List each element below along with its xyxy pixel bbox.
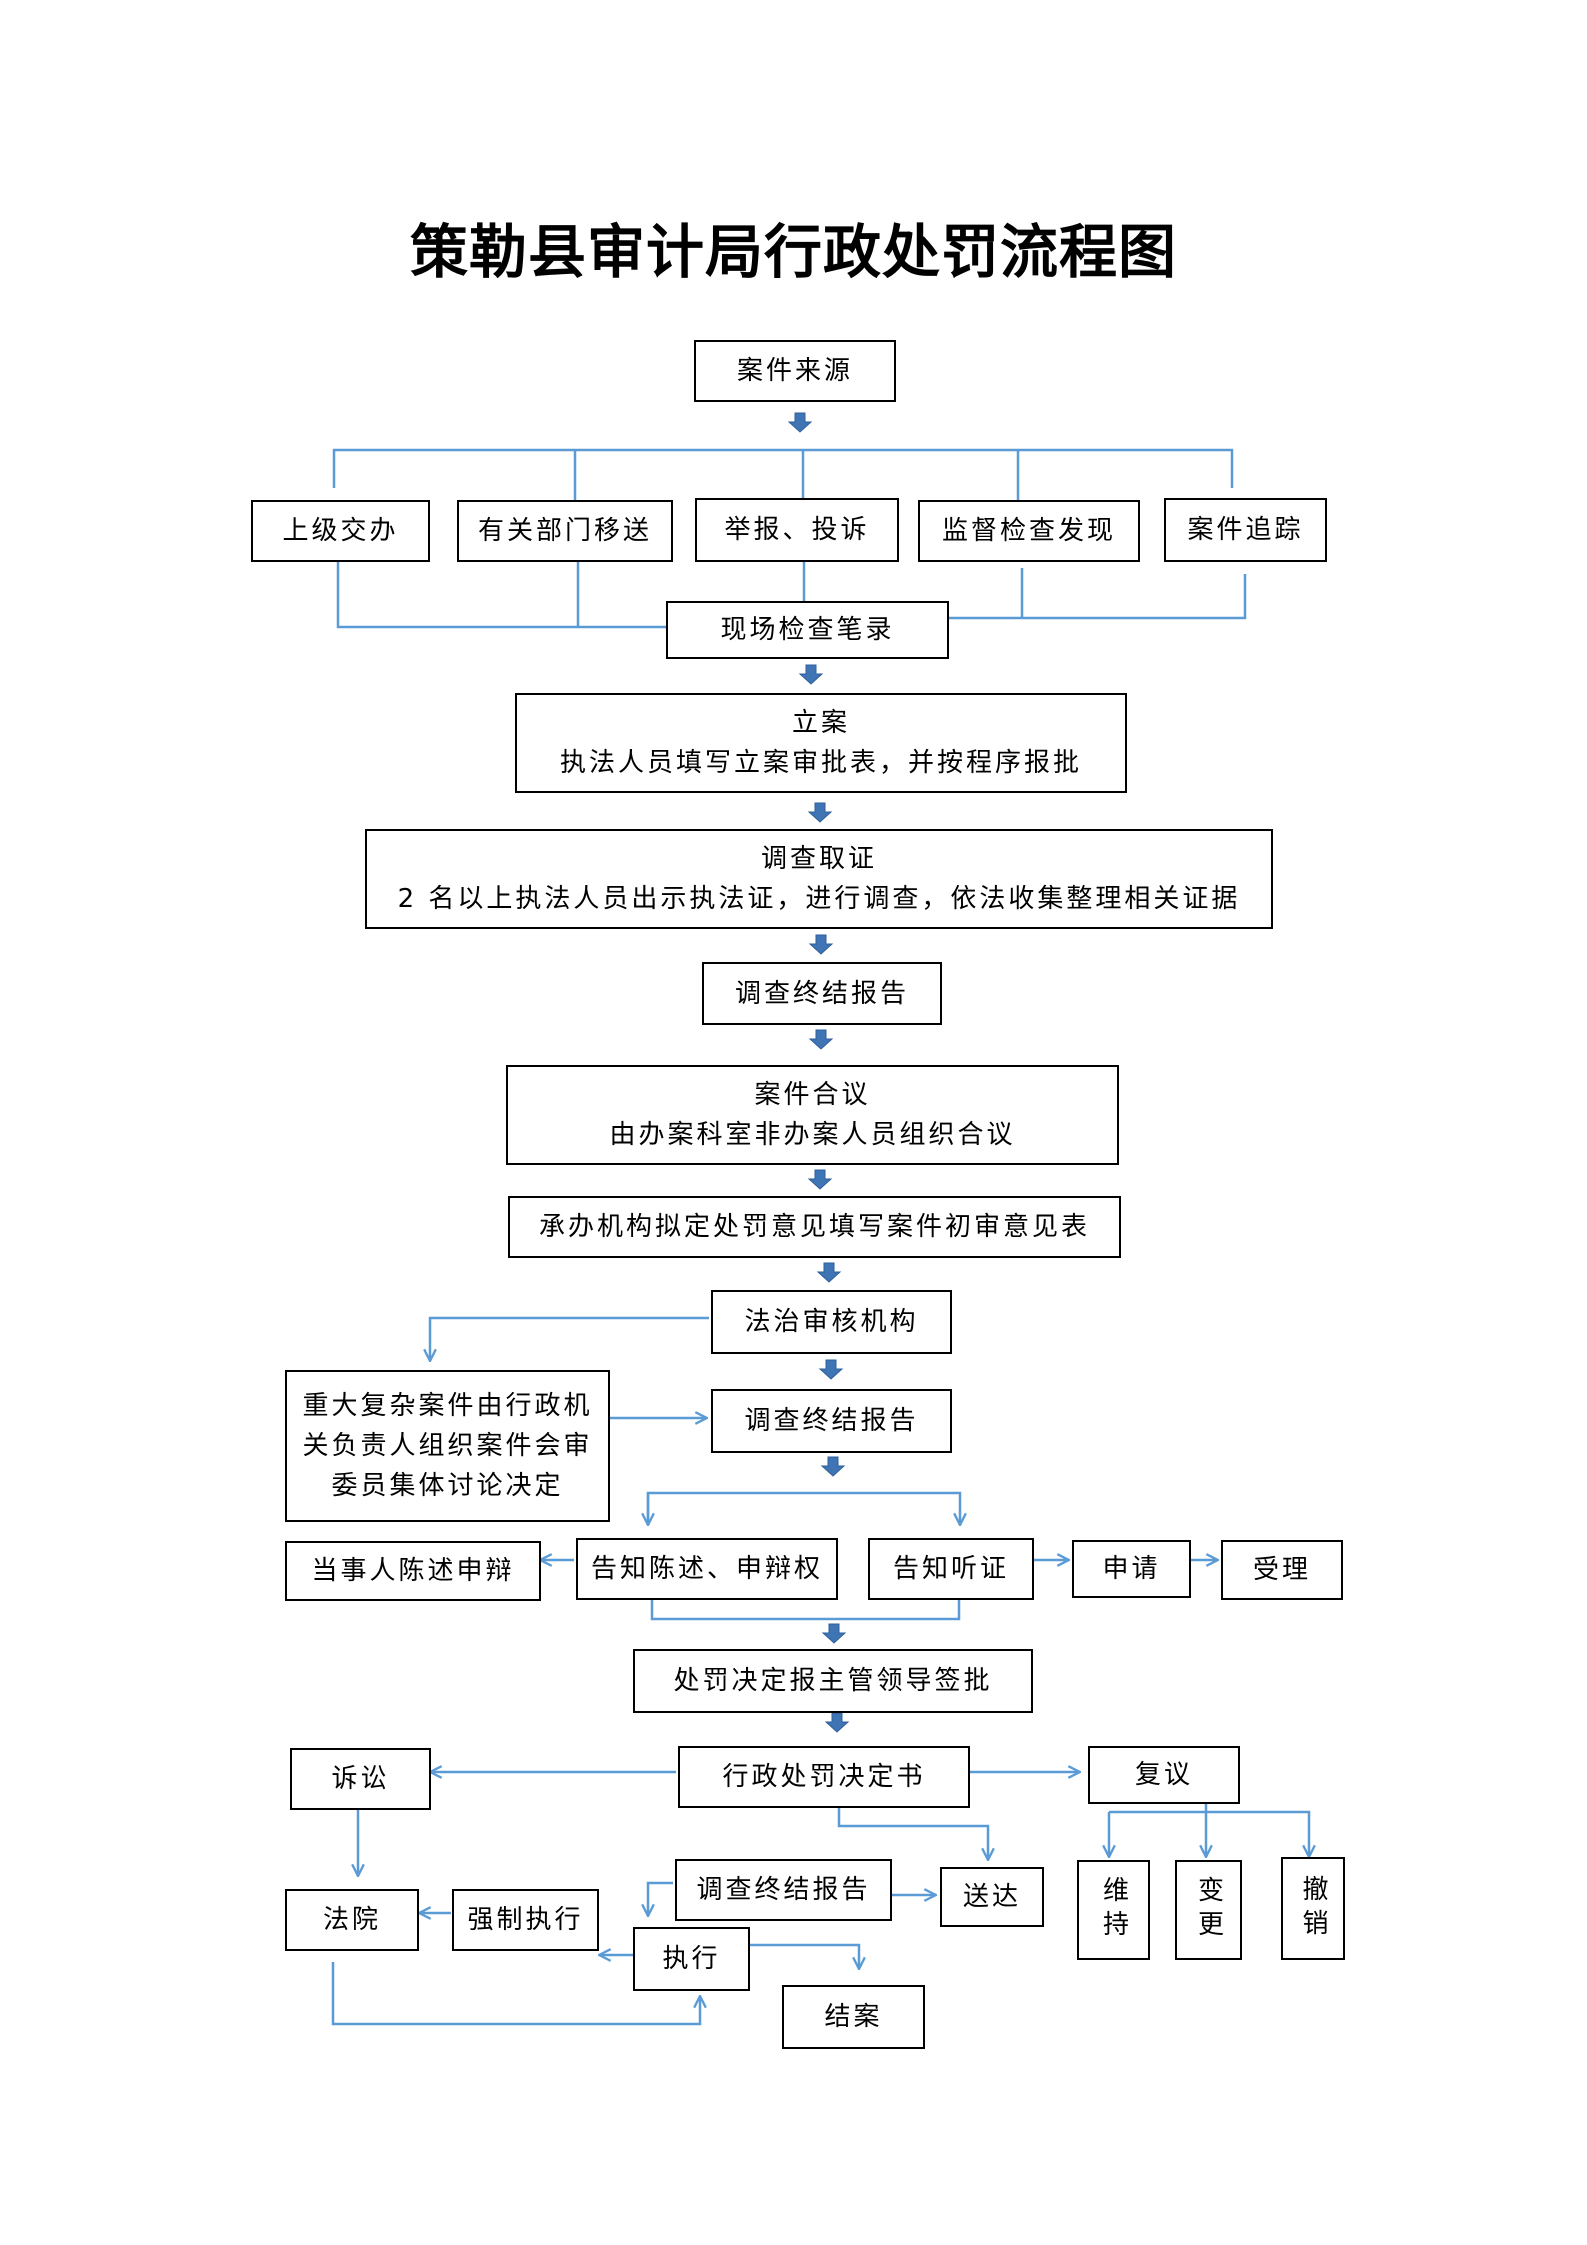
node-label: 承办机构拟定处罚意见填写案件初审意见表 bbox=[538, 1212, 1090, 1242]
node-notify-statement: 告知陈述、申辩权 bbox=[576, 1538, 838, 1600]
node-litigation: 诉讼 bbox=[290, 1748, 431, 1810]
node-label: 上级交办 bbox=[282, 516, 399, 546]
node-court: 法院 bbox=[285, 1889, 419, 1951]
node-label: 当事人陈述申辩 bbox=[311, 1556, 515, 1586]
node-apply: 申请 bbox=[1072, 1540, 1191, 1598]
node-label: 调查终结报告 bbox=[734, 978, 909, 1009]
node-label: 维持 bbox=[1098, 1876, 1129, 1944]
node-label: 变更 bbox=[1193, 1876, 1224, 1944]
down-arrow bbox=[807, 1169, 833, 1190]
node-title: 调查取证 bbox=[760, 844, 877, 874]
down-arrow bbox=[807, 802, 833, 823]
node-label: 案件追踪 bbox=[1187, 515, 1304, 545]
node-department-transfer: 有关部门移送 bbox=[457, 500, 673, 562]
node-forced-execution: 强制执行 bbox=[452, 1889, 599, 1951]
node-legal-review: 法治审核机构 bbox=[711, 1290, 952, 1354]
node-case-source: 案件来源 bbox=[694, 340, 896, 402]
connector-split-notify bbox=[646, 1491, 960, 1525]
connector-tracking-record bbox=[949, 574, 1247, 620]
node-label: 有关部门移送 bbox=[477, 516, 652, 546]
node-label: 调查终结报告 bbox=[696, 1875, 871, 1905]
node-line: 重大复杂案件由行政机 bbox=[302, 1391, 593, 1421]
node-desc: 由办案科室非办案人员组织合议 bbox=[609, 1120, 1016, 1150]
node-revoke: 撤销 bbox=[1281, 1857, 1345, 1960]
node-party-statement: 当事人陈述申辩 bbox=[285, 1541, 541, 1601]
connector-source-bus bbox=[332, 448, 1234, 488]
connector-court-execution bbox=[331, 1962, 700, 2026]
node-label: 申请 bbox=[1102, 1554, 1161, 1584]
node-desc: 执法人员填写立案审批表，并按程序报批 bbox=[559, 748, 1082, 778]
node-label: 举报、投诉 bbox=[724, 515, 870, 545]
connector-legal-major bbox=[430, 1316, 709, 1361]
down-arrow bbox=[818, 1359, 844, 1380]
node-maintain: 维持 bbox=[1077, 1860, 1150, 1960]
node-label: 监督检查发现 bbox=[941, 516, 1116, 546]
node-label: 撤销 bbox=[1298, 1874, 1328, 1943]
node-filing: 立案 执法人员填写立案审批表，并按程序报批 bbox=[515, 693, 1127, 793]
page-title: 策勒县审计局行政处罚流程图 bbox=[409, 218, 1177, 286]
node-title: 立案 bbox=[791, 708, 850, 738]
node-line: 关负责人组织案件会审 bbox=[302, 1431, 593, 1461]
node-supervision-found: 监督检查发现 bbox=[918, 500, 1140, 562]
connector-report3-execution bbox=[648, 1881, 673, 1916]
connector-execution-close bbox=[746, 1943, 859, 1969]
node-label: 法院 bbox=[322, 1905, 381, 1935]
node-inspection-record: 现场检查笔录 bbox=[666, 601, 949, 659]
node-label: 诉讼 bbox=[331, 1764, 390, 1794]
node-superior-assigned: 上级交办 bbox=[251, 500, 430, 562]
node-label: 处罚决定报主管领导签批 bbox=[673, 1666, 993, 1696]
node-label: 行政处罚决定书 bbox=[722, 1762, 926, 1792]
node-label: 告知听证 bbox=[892, 1554, 1009, 1584]
node-case-tracking: 案件追踪 bbox=[1164, 498, 1327, 562]
down-arrow bbox=[816, 1262, 842, 1283]
down-arrow bbox=[820, 1456, 846, 1477]
node-label: 送达 bbox=[962, 1882, 1021, 1912]
node-accept: 受理 bbox=[1221, 1540, 1343, 1600]
node-label: 法治审核机构 bbox=[744, 1307, 919, 1337]
connector-superior-record bbox=[336, 562, 666, 629]
node-decision-document: 行政处罚决定书 bbox=[678, 1746, 970, 1808]
node-investigation: 调查取证 2 名以上执法人员出示执法证，进行调查，依法收集整理相关证据 bbox=[365, 829, 1273, 929]
node-label: 结案 bbox=[824, 2002, 883, 2032]
node-label: 案件来源 bbox=[736, 356, 853, 386]
node-label: 现场检查笔录 bbox=[720, 615, 895, 645]
connector-decision-delivery bbox=[837, 1805, 988, 1860]
node-title: 案件合议 bbox=[754, 1080, 871, 1110]
node-final-report-3: 调查终结报告 bbox=[675, 1859, 892, 1921]
node-delivery: 送达 bbox=[940, 1867, 1044, 1927]
down-arrow bbox=[787, 412, 813, 433]
node-execution: 执行 bbox=[633, 1927, 750, 1991]
node-line: 委员集体讨论决定 bbox=[331, 1471, 564, 1501]
down-arrow bbox=[808, 934, 834, 955]
node-final-report-1: 调查终结报告 bbox=[702, 962, 942, 1025]
node-label: 执行 bbox=[662, 1944, 721, 1974]
node-report-complaint: 举报、投诉 bbox=[695, 498, 899, 562]
node-major-case: 重大复杂案件由行政机 关负责人组织案件会审 委员集体讨论决定 bbox=[285, 1370, 610, 1522]
down-arrow bbox=[821, 1623, 847, 1644]
down-arrow bbox=[824, 1712, 850, 1733]
node-close-case: 结案 bbox=[782, 1985, 925, 2049]
node-label: 告知陈述、申辩权 bbox=[590, 1554, 823, 1584]
connector-reconsideration-branch bbox=[1109, 1810, 1309, 1857]
node-notify-hearing: 告知听证 bbox=[868, 1538, 1034, 1600]
node-change: 变更 bbox=[1175, 1860, 1242, 1960]
node-reconsideration: 复议 bbox=[1088, 1746, 1240, 1804]
node-label: 调查终结报告 bbox=[744, 1406, 919, 1436]
node-case-review: 案件合议 由办案科室非办案人员组织合议 bbox=[506, 1065, 1119, 1165]
connector-merge-approval bbox=[650, 1592, 961, 1621]
node-final-report-2: 调查终结报告 bbox=[711, 1389, 952, 1453]
node-decision-approval: 处罚决定报主管领导签批 bbox=[633, 1649, 1033, 1713]
down-arrow bbox=[798, 664, 824, 685]
node-draft-opinion: 承办机构拟定处罚意见填写案件初审意见表 bbox=[508, 1196, 1121, 1258]
down-arrow bbox=[808, 1029, 834, 1050]
node-label: 强制执行 bbox=[467, 1905, 584, 1935]
node-label: 复议 bbox=[1134, 1760, 1193, 1790]
node-label: 受理 bbox=[1252, 1555, 1311, 1585]
node-desc: 2 名以上执法人员出示执法证，进行调查，依法收集整理相关证据 bbox=[397, 884, 1241, 914]
